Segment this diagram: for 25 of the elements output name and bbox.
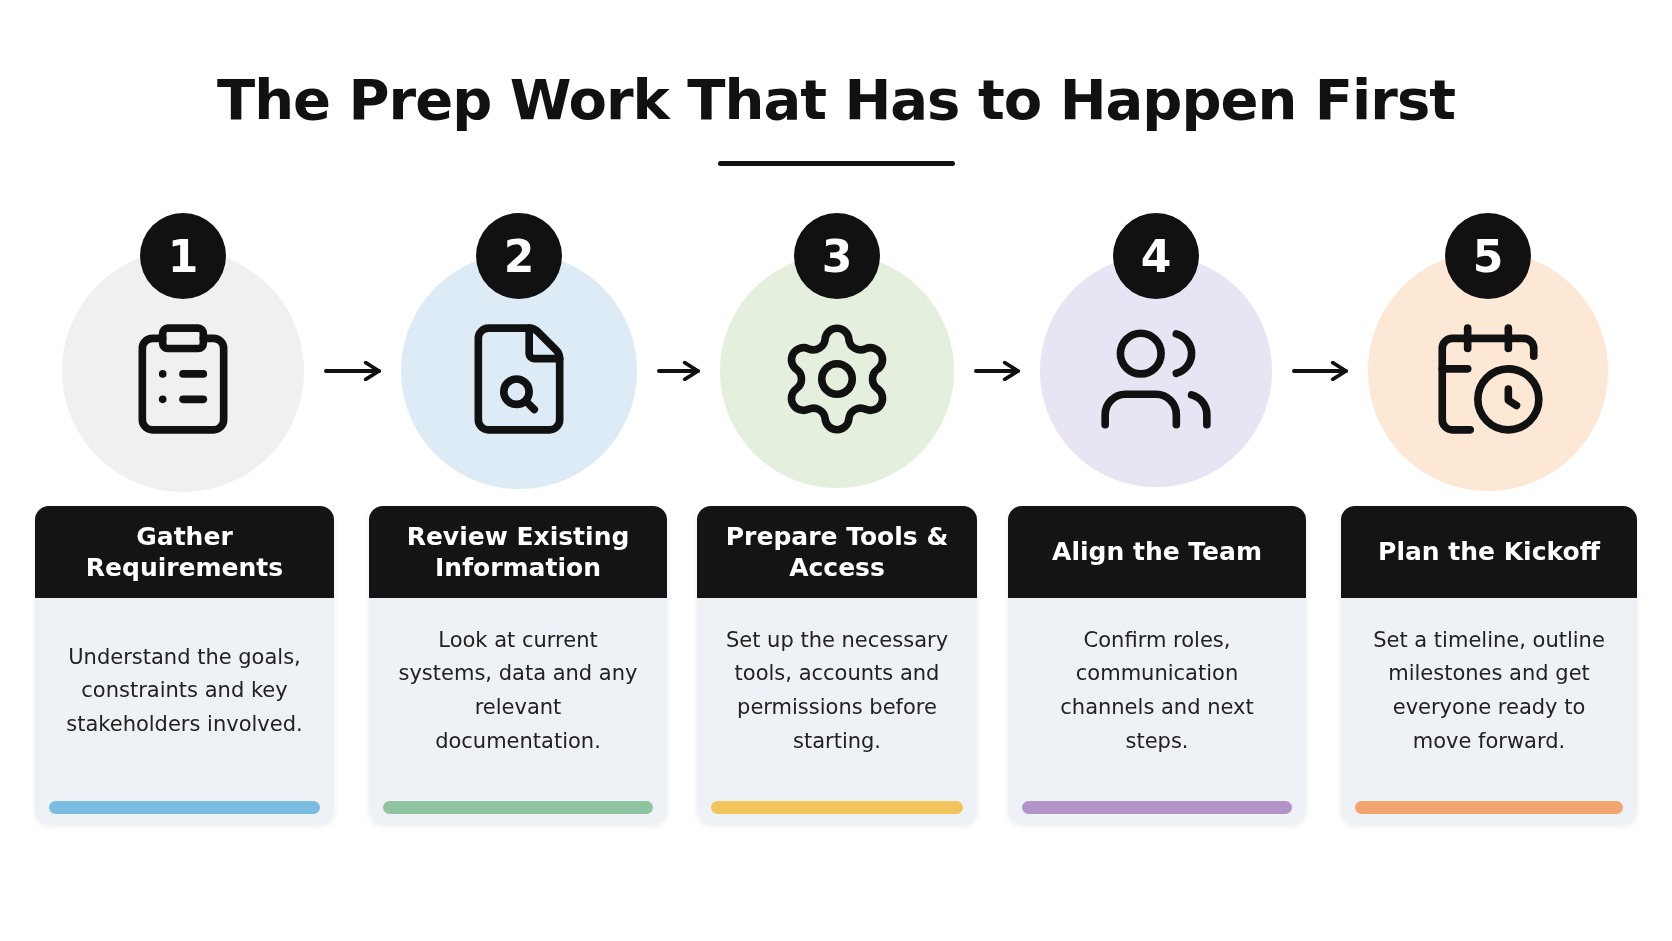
arrow <box>324 360 381 382</box>
step-card <box>1008 506 1306 824</box>
card-description: Set a timeline, outline milestones and get everyone ready to move forward. <box>1372 626 1606 755</box>
step-card <box>369 506 667 824</box>
step-number-badge: 4 <box>1113 213 1199 299</box>
arrow <box>974 360 1020 382</box>
card-description: Confirm roles, communication channels and next steps. <box>1059 626 1255 755</box>
step-number-badge: 1 <box>140 213 226 299</box>
card-description: Set up the necessary tools, accounts and permissions before starting. <box>724 626 950 755</box>
title: The Prep Work That Has to Happen First <box>216 66 1456 134</box>
card-description: Understand the goals, constraints and key stakeholders involved. <box>65 643 304 738</box>
step-number-badge: 3 <box>794 213 880 299</box>
step-card <box>35 506 334 824</box>
card-heading: Plan the Kickoff <box>1341 506 1637 598</box>
card-heading: Gather Requirements <box>35 506 334 598</box>
card-description: Look at current systems, data and any relevant documentation. <box>397 626 639 755</box>
card-heading: Review Existing Information <box>369 506 667 598</box>
card-heading: Prepare Tools & Access <box>697 506 977 598</box>
step-card <box>1341 506 1637 824</box>
step-number-badge: 5 <box>1445 213 1531 299</box>
arrow <box>657 360 700 382</box>
card-heading: Align the Team <box>1008 506 1306 598</box>
arrow <box>1292 360 1348 382</box>
step-number-badge: 2 <box>476 213 562 299</box>
step-card <box>697 506 977 824</box>
